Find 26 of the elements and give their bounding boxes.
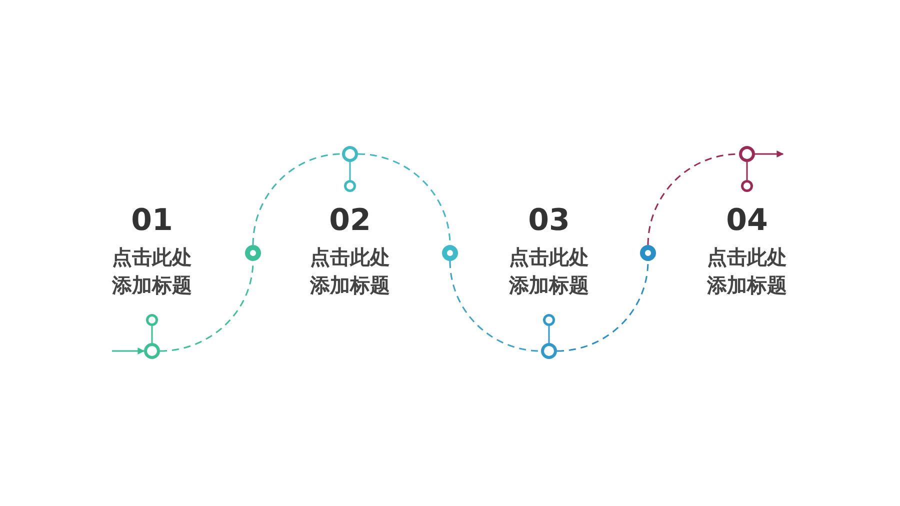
ring-marker bbox=[146, 314, 158, 326]
step-number: 04 bbox=[725, 204, 769, 238]
step-title: 点击此处添加标题 bbox=[308, 244, 391, 299]
dashed-connector bbox=[252, 153, 342, 246]
connector-line bbox=[349, 162, 351, 180]
connector-line bbox=[746, 162, 748, 180]
step-title: 点击此处添加标题 bbox=[508, 244, 590, 299]
ring-marker bbox=[543, 314, 555, 326]
arrow bbox=[755, 150, 784, 158]
step-title: 点击此处添加标题 bbox=[110, 244, 193, 299]
step-number: 02 bbox=[328, 204, 372, 238]
ring-marker bbox=[739, 146, 755, 162]
step-number: 01 bbox=[130, 204, 174, 238]
ring-marker bbox=[144, 343, 160, 359]
ring-marker bbox=[344, 180, 356, 192]
ring-marker bbox=[741, 180, 753, 192]
step-number: 03 bbox=[527, 204, 571, 238]
arrow bbox=[112, 348, 145, 354]
step-title: 点击此处添加标题 bbox=[706, 244, 788, 299]
ring-marker bbox=[541, 343, 557, 359]
ring-marker bbox=[245, 245, 261, 261]
connector-line bbox=[151, 326, 153, 343]
ring-marker bbox=[342, 146, 358, 162]
connector-line bbox=[548, 326, 550, 343]
ring-marker bbox=[442, 245, 458, 261]
ring-marker bbox=[640, 245, 656, 261]
